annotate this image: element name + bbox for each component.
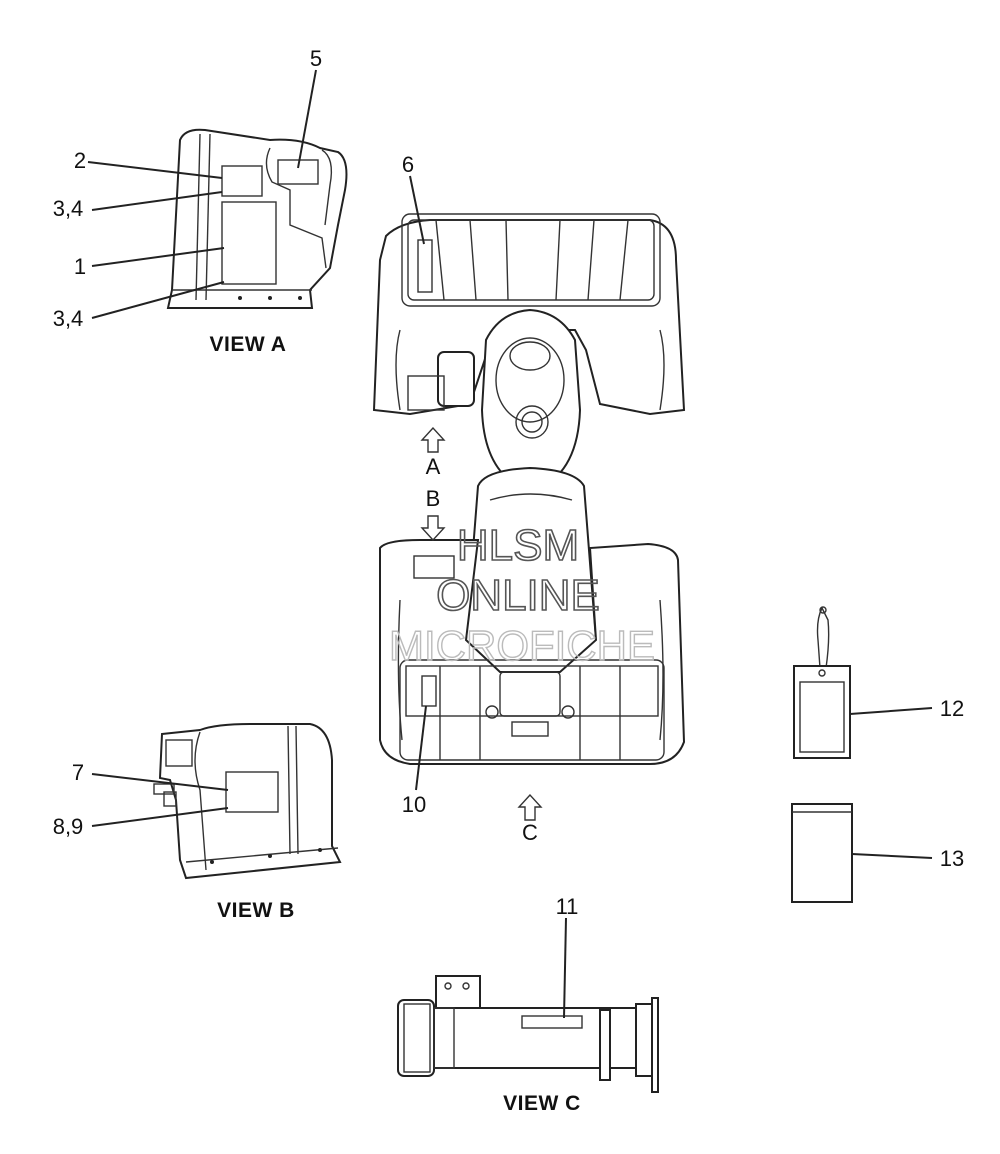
callout-5: 5 [310,46,322,71]
leader-13 [851,853,933,859]
decal-5-area [277,159,319,185]
arrow-c-up [517,793,543,821]
callout-10: 10 [402,792,426,817]
callout-7: 7 [72,760,84,785]
decal-6-area [417,239,433,293]
bag-13 [791,803,853,903]
leader-11 [563,917,567,1019]
arrow-b-down [420,515,446,542]
callout-3-4-lower: 3,4 [53,306,84,331]
leader-3-4-upper [91,191,223,211]
arrow-b-label: B [426,486,441,511]
leader-1 [91,247,225,267]
callout-6: 6 [402,152,414,177]
arrow-a-label: A [426,454,441,479]
view-a-fender [166,128,348,309]
decal-10-area [421,675,437,707]
leader-12 [849,707,933,715]
watermark: HLSM ONLINE MICROFICHE [388,520,655,670]
watermark-line-1: HLSM [457,521,579,570]
decal-7-panel [225,771,279,813]
arrow-c-label: C [522,820,538,845]
decal-1-area [221,201,277,285]
decal-7-area [413,555,455,579]
leader-6 [409,175,425,245]
front-rack [401,213,661,307]
view-b-fender [153,723,342,880]
watermark-line-3: MICROFICHE [389,622,655,669]
leader-5 [297,69,317,169]
callout-12: 12 [940,696,964,721]
leader-3-4-lower [91,281,225,319]
view-c-frame [397,975,659,1093]
decal-11-area [521,1015,583,1029]
view-c-label: VIEW C [503,1092,581,1115]
leader-8-9 [91,807,229,827]
callout-1: 1 [74,254,86,279]
callout-8-9: 8,9 [53,814,84,839]
leader-2 [87,161,223,179]
callout-2: 2 [74,148,86,173]
callout-3-4-upper: 3,4 [53,196,84,221]
leader-7 [91,773,229,791]
callout-13: 13 [940,846,964,871]
leader-10 [415,705,427,791]
callout-11: 11 [556,894,579,919]
hang-tag-12 [793,606,851,759]
arrow-a-up [420,426,446,453]
atv-top-view [372,213,686,765]
view-a-label: VIEW A [210,333,287,356]
view-b-label: VIEW B [217,899,295,922]
watermark-line-2: ONLINE [436,571,600,620]
decal-2-area [221,165,263,197]
